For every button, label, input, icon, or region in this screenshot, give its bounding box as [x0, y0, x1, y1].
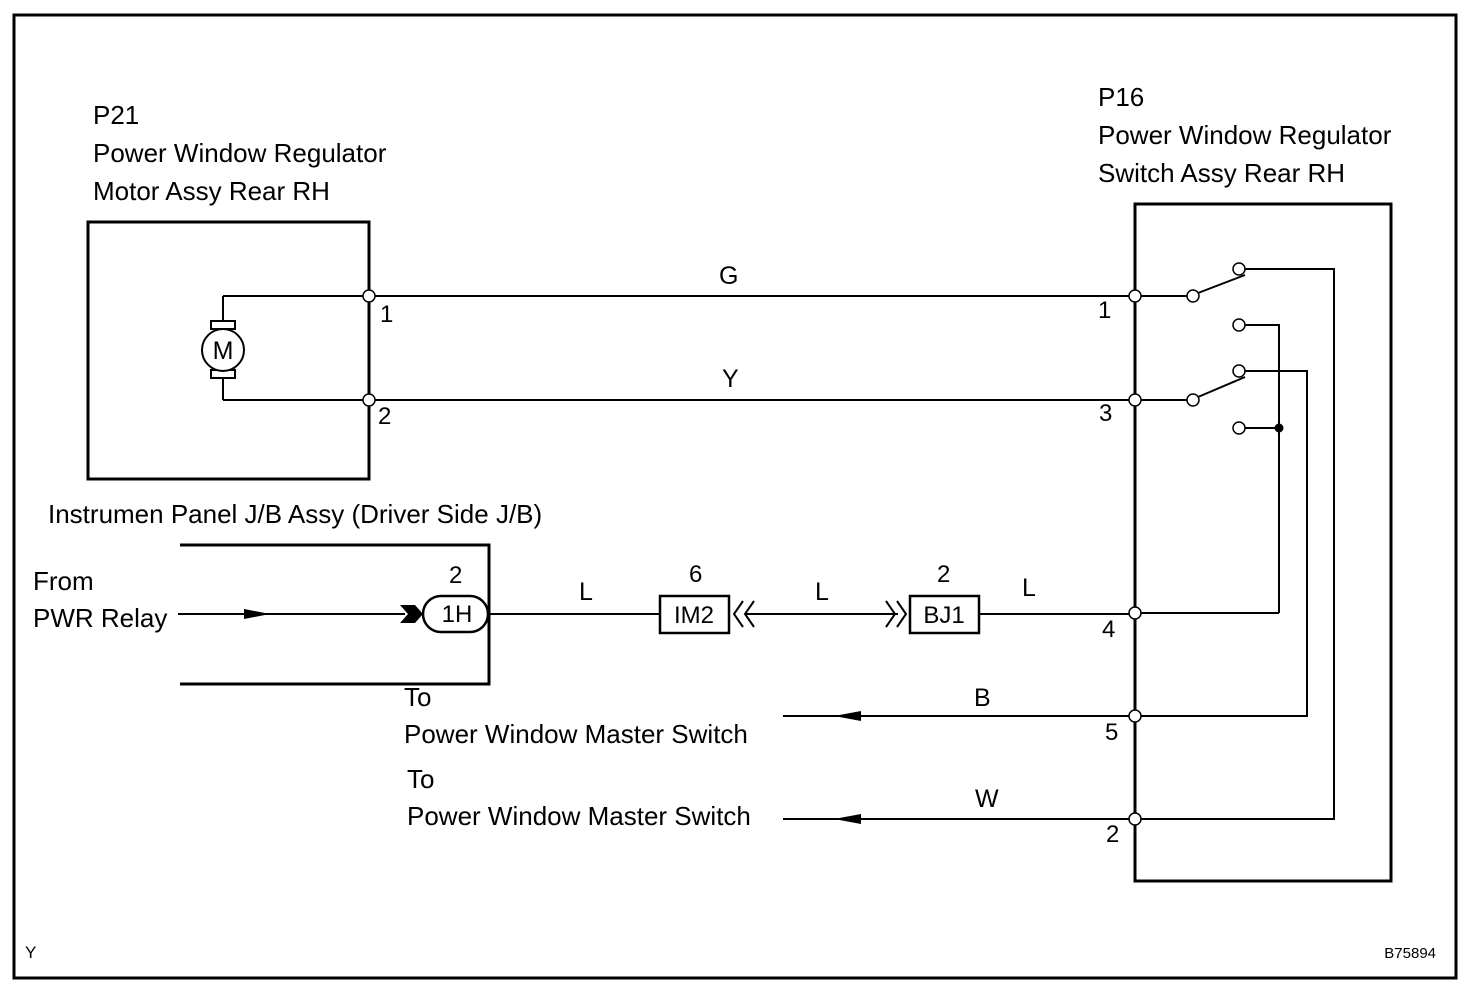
connector-1h-plug-icon: [400, 605, 423, 623]
connector-im2: [658, 594, 731, 635]
switch-terminal-1: [1128, 289, 1142, 303]
switch-contact-1-pivot: [1186, 289, 1200, 303]
connector-im2-label: IM2: [674, 602, 714, 629]
switch-pin-1-label: 1: [1098, 297, 1111, 324]
source-arrow-icon: [244, 609, 270, 619]
switch-terminal-3: [1128, 393, 1142, 407]
switch-code: P16: [1098, 82, 1144, 112]
destination-upper-line1: To: [404, 682, 431, 712]
motor-terminal-2: [362, 393, 376, 407]
motor-brush-top: [210, 320, 236, 330]
switch-contact-2-pivot: [1186, 393, 1200, 407]
master-switch-outputs: B To Power Window Master Switch W To Pow…: [404, 682, 1129, 831]
motor-name-line2: Motor Assy Rear RH: [93, 176, 330, 206]
wire-l-a-label: L: [579, 578, 593, 606]
junction-block-title: Instrumen Panel J/B Assy (Driver Side J/…: [48, 499, 542, 529]
diagram-frame: [12, 13, 1458, 980]
wire-b-label: B: [974, 684, 991, 712]
switch-terminal-4: [1128, 606, 1142, 620]
switch-route-down1: [1245, 324, 1280, 613]
wire-l-c-label: L: [1022, 574, 1036, 602]
motor-housing: [86, 220, 371, 481]
switch-blade-2: [1197, 376, 1246, 398]
figure-id: B75894: [1384, 945, 1436, 962]
switch-assembly: P16 Power Window Regulator Switch Assy R…: [1098, 82, 1393, 883]
wire-b-arrow-icon: [834, 711, 861, 721]
switch-contact-2-down: [1232, 421, 1246, 435]
destination-lower-line2: Power Window Master Switch: [407, 801, 751, 831]
wire-g-label: G: [719, 262, 738, 290]
motor-pin-1-label: 1: [380, 301, 393, 328]
switch-route-up1-to-w: [1141, 268, 1335, 820]
switch-blade-1: [1197, 274, 1246, 294]
switch-pin-2-label: 2: [1106, 821, 1119, 848]
motor-icon: [201, 328, 245, 372]
motor-code: P21: [93, 100, 139, 130]
switch-contact-1-down: [1232, 318, 1246, 332]
switch-route-up2-to-b: [1141, 370, 1308, 717]
connector-bj1-pin: 2: [937, 561, 950, 588]
switch-terminal-2: [1128, 812, 1142, 826]
junction-block: Instrumen Panel J/B Assy (Driver Side J/…: [33, 499, 542, 686]
motor-symbol: M: [213, 337, 234, 365]
switch-name-line2: Switch Assy Rear RH: [1098, 158, 1345, 188]
motor-assembly: P21 Power Window Regulator Motor Assy Re…: [86, 100, 393, 481]
source-line2: PWR Relay: [33, 603, 167, 633]
connector-1h-label: 1H: [442, 601, 473, 628]
corner-left-mark: Y: [25, 943, 36, 962]
l-wire-chain: L IM2 6 L BJ1 2 L: [488, 561, 1129, 635]
switch-pin-3-label: 3: [1099, 400, 1112, 427]
motor-terminal-1: [362, 289, 376, 303]
switch-junction-dot: [1274, 423, 1284, 433]
wire-w-label: W: [975, 785, 999, 813]
switch-pin-5-label: 5: [1105, 719, 1118, 746]
connector-1h-pin: 2: [449, 562, 462, 589]
connector-bj1-chevron-icon: [885, 600, 908, 628]
motor-wiring: G Y: [375, 262, 1130, 401]
switch-terminal-5: [1128, 709, 1142, 723]
motor-pin-2-label: 2: [378, 403, 391, 430]
wire-w-arrow-icon: [834, 814, 861, 824]
connector-bj1-label: BJ1: [923, 602, 964, 629]
switch-housing: [1133, 202, 1393, 883]
switch-contact-2-up: [1232, 364, 1246, 378]
motor-name-line1: Power Window Regulator: [93, 138, 387, 168]
switch-pin-4-label: 4: [1102, 616, 1115, 643]
connector-im2-pin: 6: [689, 561, 702, 588]
destination-upper-line2: Power Window Master Switch: [404, 719, 748, 749]
wire-y-label: Y: [722, 365, 739, 393]
wire-l-b-label: L: [815, 578, 829, 606]
source-line1: From: [33, 566, 94, 596]
switch-name-line1: Power Window Regulator: [1098, 120, 1392, 150]
destination-lower-line1: To: [407, 764, 434, 794]
switch-contact-1-up: [1232, 262, 1246, 276]
